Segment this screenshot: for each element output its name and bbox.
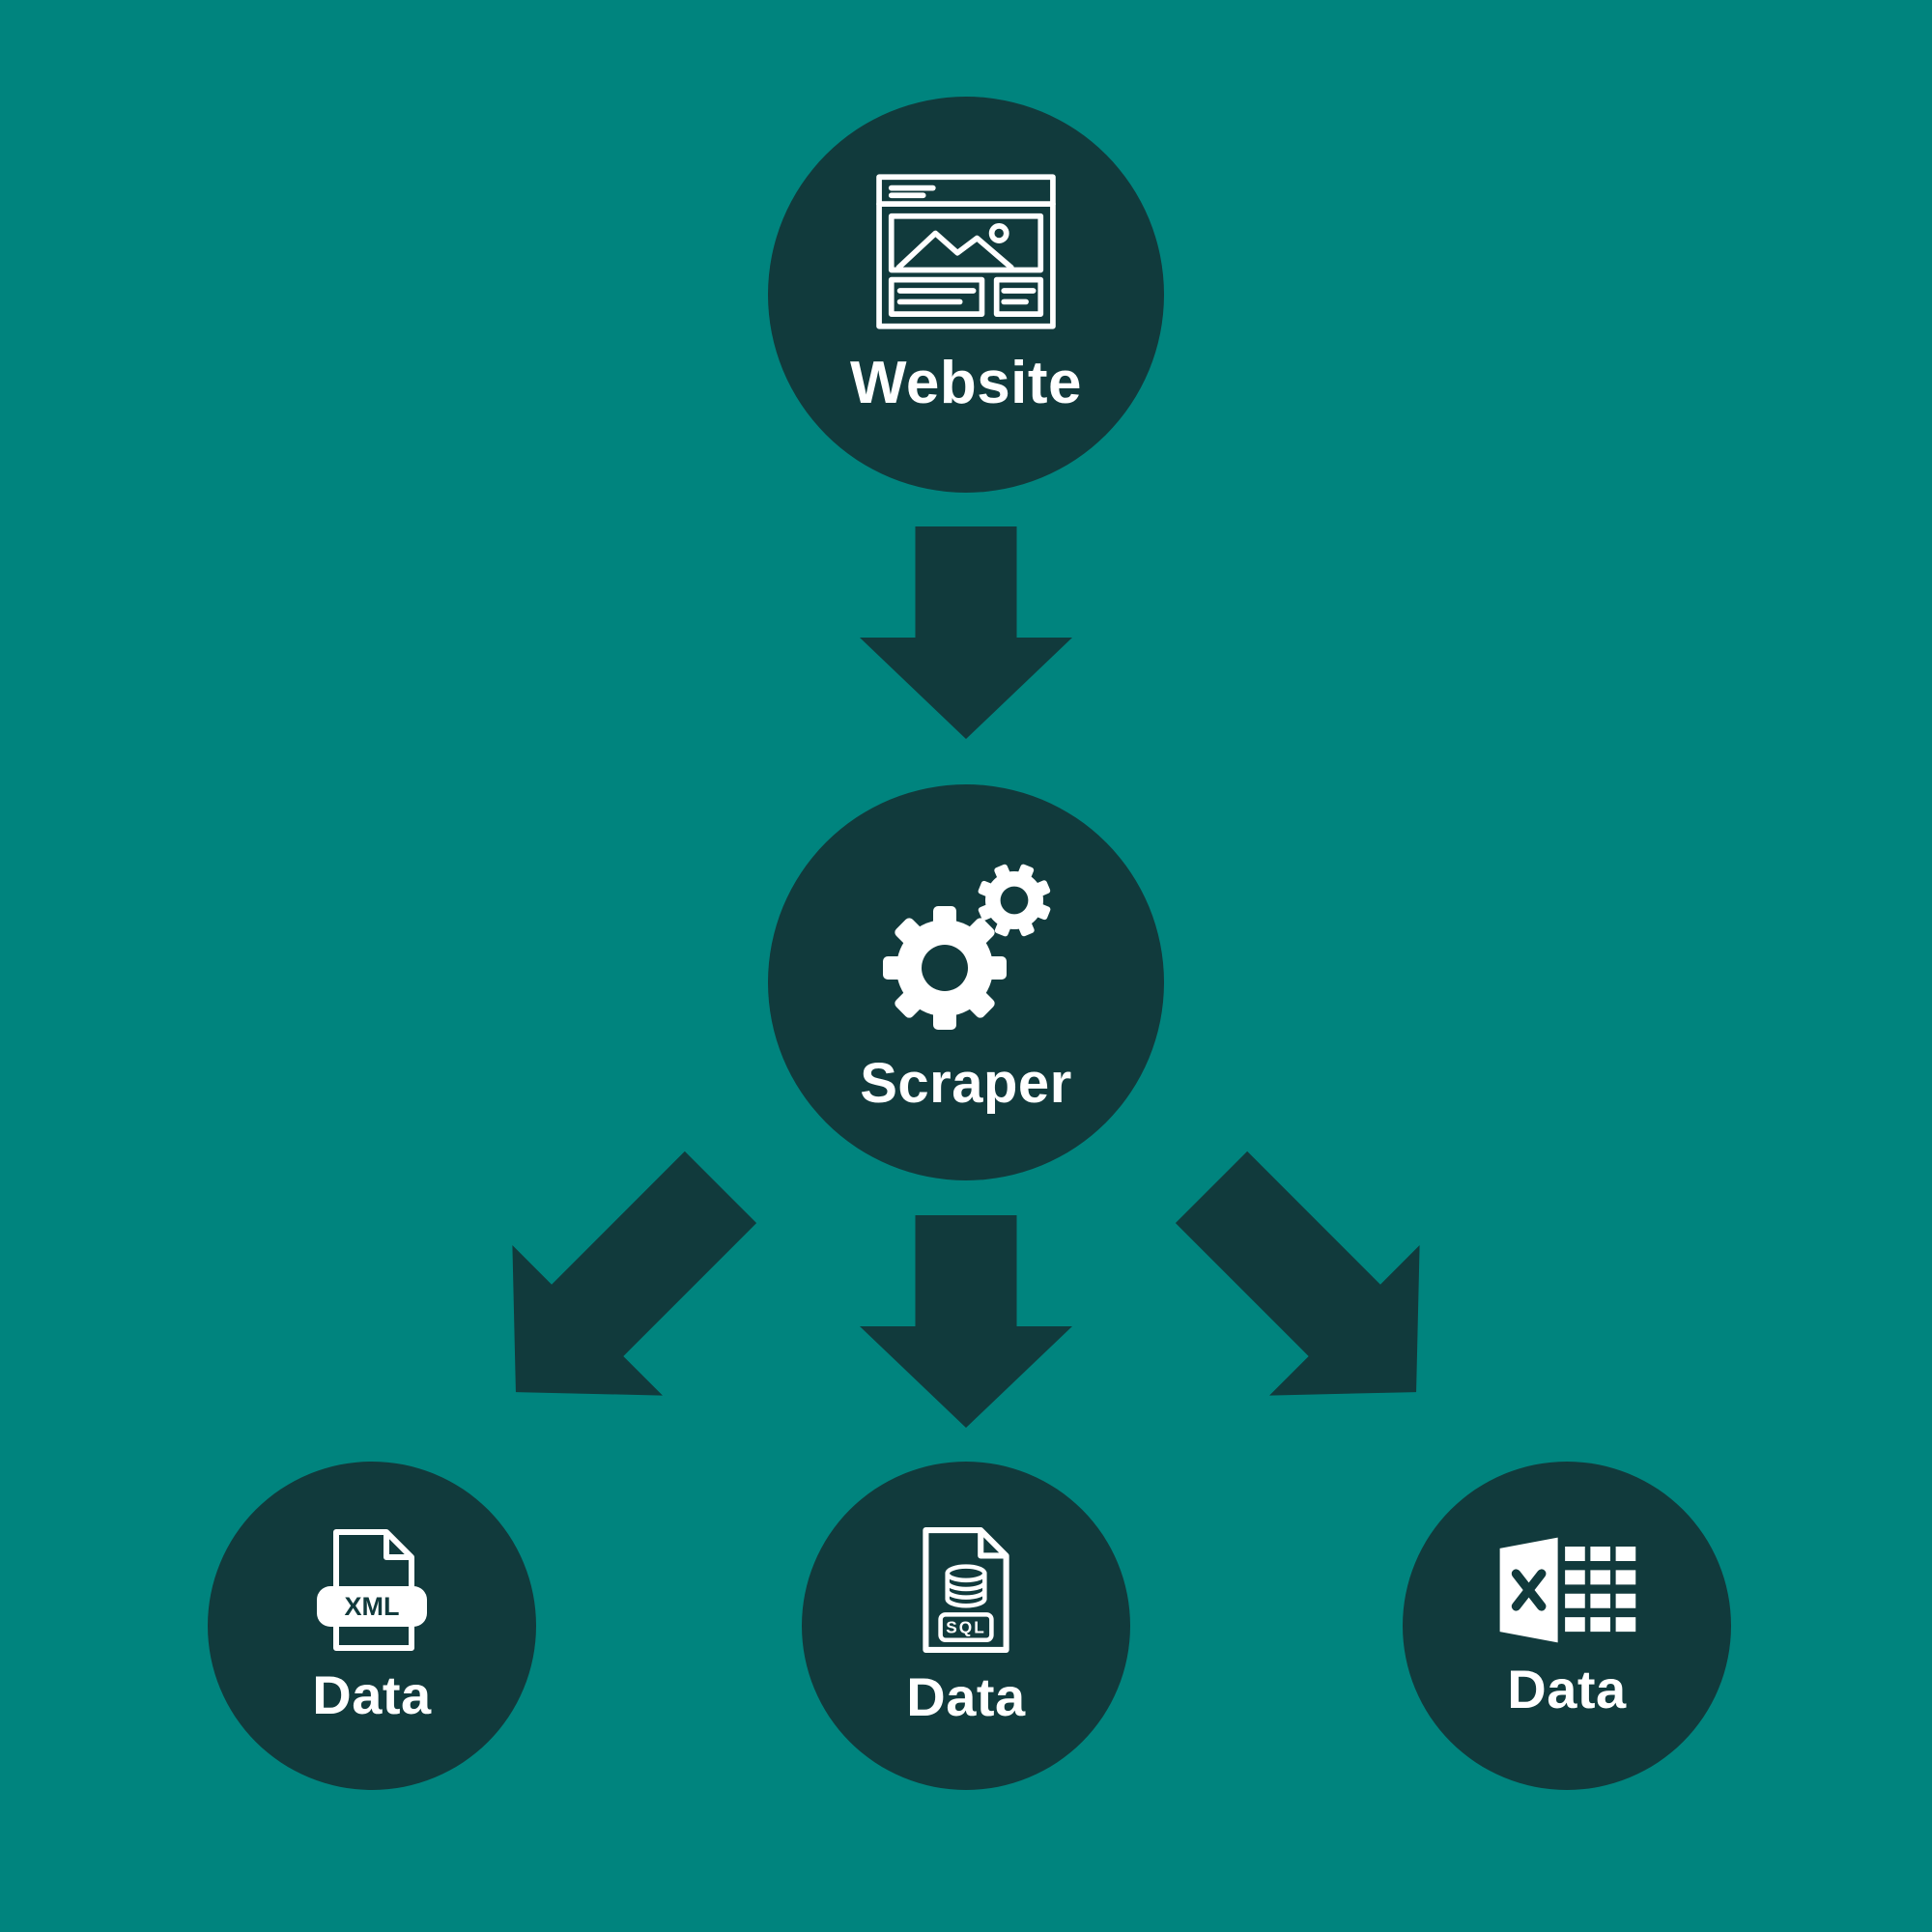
node-website-label: Website [849, 350, 1083, 416]
sql-label-text: SQL [946, 1617, 986, 1636]
arrow-website-to-scraper [860, 526, 1072, 739]
node-data-excel-label: Data [1507, 1658, 1627, 1719]
arrow-scraper-to-excel [1175, 1151, 1420, 1396]
node-scraper: Scraper [768, 784, 1164, 1180]
node-data-excel: Data [1403, 1462, 1731, 1790]
node-data-xml: XML Data [208, 1462, 536, 1790]
node-scraper-label: Scraper [860, 1051, 1072, 1115]
browser-window-icon [876, 174, 1056, 329]
node-data-sql-label: Data [906, 1665, 1026, 1727]
node-data-xml-label: Data [312, 1663, 432, 1725]
excel-spreadsheet-icon [1499, 1537, 1636, 1642]
gear-small [978, 864, 1051, 936]
gears-icon [883, 864, 1051, 1030]
gear-large [883, 905, 1007, 1030]
node-website: Website [768, 97, 1164, 493]
xml-file-icon: XML [317, 1528, 427, 1651]
xml-label-text: XML [345, 1592, 400, 1621]
arrow-scraper-to-sql [860, 1215, 1072, 1428]
arrow-scraper-to-xml [512, 1151, 757, 1396]
node-data-sql: SQL Data [802, 1462, 1130, 1790]
sql-file-icon: SQL [923, 1526, 1009, 1653]
